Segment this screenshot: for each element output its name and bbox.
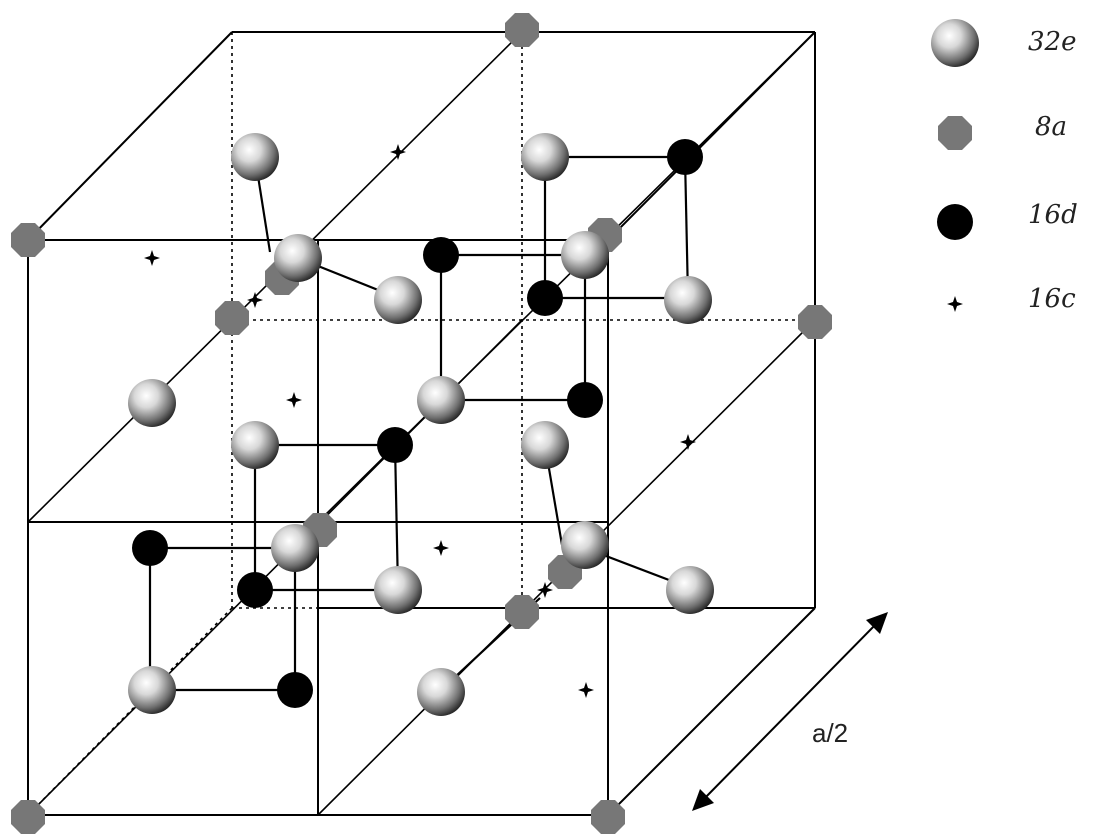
site-32e-sphere bbox=[521, 133, 569, 181]
legend-16d-marker bbox=[937, 204, 973, 240]
site-32e-sphere bbox=[417, 376, 465, 424]
site-32e-sphere bbox=[374, 276, 422, 324]
site-8a-octagon bbox=[591, 800, 625, 834]
legend-16d-label: 16d bbox=[1028, 200, 1078, 230]
site-32e-sphere bbox=[666, 566, 714, 614]
site-32e-sphere bbox=[128, 666, 176, 714]
site-32e-sphere bbox=[374, 566, 422, 614]
site-8a-octagon bbox=[11, 223, 45, 257]
legend-16c-label: 16c bbox=[1028, 284, 1076, 314]
dimension-arrow bbox=[692, 612, 888, 811]
site-8a-octagon bbox=[798, 305, 832, 339]
site-16d-disc bbox=[377, 427, 413, 463]
site-32e-sphere bbox=[561, 231, 609, 279]
site-16d-disc bbox=[132, 530, 168, 566]
sites-8a bbox=[11, 13, 832, 834]
site-32e-sphere bbox=[231, 421, 279, 469]
site-16d-disc bbox=[667, 139, 703, 175]
legend-32e-label: 32e bbox=[1028, 27, 1076, 57]
site-32e-sphere bbox=[417, 668, 465, 716]
site-32e-sphere bbox=[271, 524, 319, 572]
legend-8a-label: 8a bbox=[1035, 112, 1067, 142]
sites-32e bbox=[128, 133, 714, 716]
site-8a-octagon bbox=[505, 13, 539, 47]
legend: 32e 8a 16d 16c bbox=[931, 19, 1078, 314]
sites-16c bbox=[144, 144, 696, 698]
site-32e-sphere bbox=[274, 234, 322, 282]
site-8a-octagon bbox=[11, 800, 45, 834]
dimension-label: a/2 bbox=[812, 718, 848, 748]
site-16d-disc bbox=[237, 572, 273, 608]
site-16c-star bbox=[144, 250, 160, 266]
legend-16c-marker bbox=[947, 296, 963, 312]
site-16c-star bbox=[578, 682, 594, 698]
site-32e-sphere bbox=[128, 379, 176, 427]
site-32e-sphere bbox=[561, 521, 609, 569]
site-32e-sphere bbox=[664, 276, 712, 324]
site-16d-disc bbox=[423, 237, 459, 273]
site-16c-star bbox=[433, 540, 449, 556]
site-8a-octagon bbox=[215, 301, 249, 335]
site-16c-star bbox=[680, 434, 696, 450]
site-32e-sphere bbox=[521, 421, 569, 469]
site-16d-disc bbox=[277, 672, 313, 708]
site-16c-star bbox=[390, 144, 406, 160]
sites-16d bbox=[132, 139, 703, 708]
site-32e-sphere bbox=[231, 133, 279, 181]
site-16d-disc bbox=[527, 280, 563, 316]
site-8a-octagon bbox=[505, 595, 539, 629]
site-16c-star bbox=[286, 392, 302, 408]
legend-32e-marker bbox=[931, 19, 979, 67]
legend-8a-marker bbox=[938, 116, 972, 150]
site-16c-star bbox=[247, 292, 263, 308]
site-16c-star bbox=[537, 582, 553, 598]
site-16d-disc bbox=[567, 382, 603, 418]
